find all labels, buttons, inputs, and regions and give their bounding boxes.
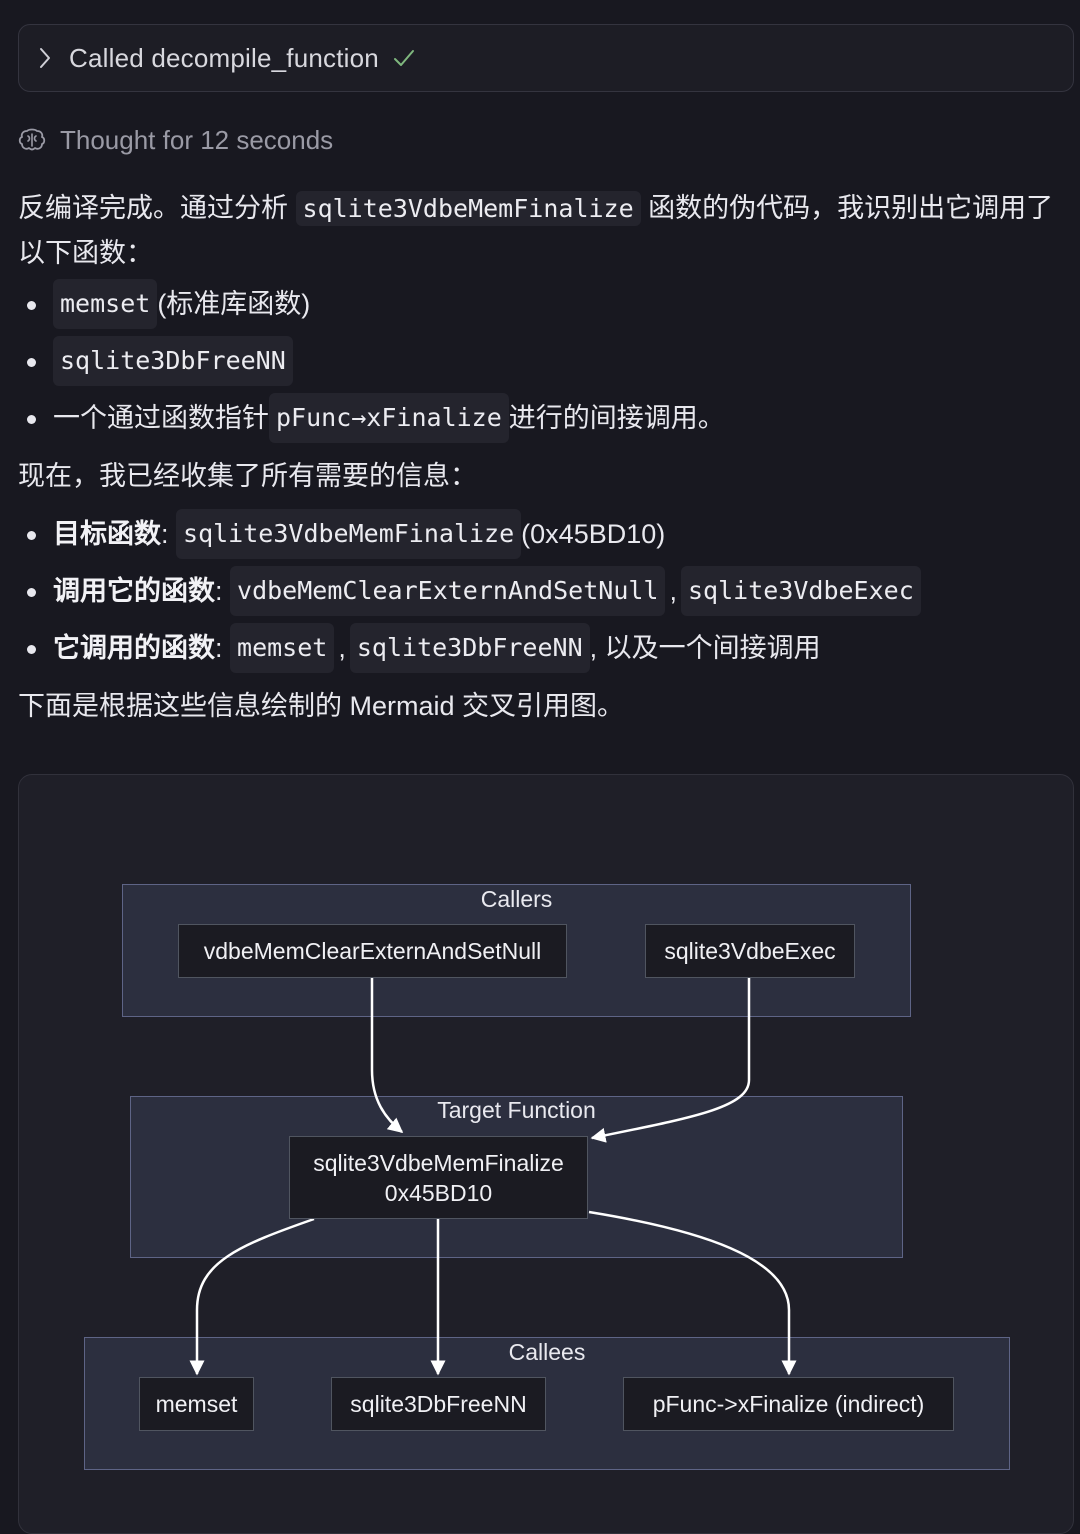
node-target-function: sqlite3VdbeMemFinalize 0x45BD10	[289, 1136, 588, 1219]
summary-label: 调用它的函数	[53, 575, 215, 606]
target-function-name: sqlite3VdbeMemFinalize	[313, 1149, 564, 1176]
summary-label: 目标函数	[53, 518, 161, 549]
target-address: (0x45BD10)	[521, 518, 666, 549]
callee-list: memset (标准库函数) sqlite3DbFreeNN 一个通过函数指针 …	[18, 275, 1068, 446]
list-item-callees: 它调用的函数: memset,sqlite3DbFreeNN, 以及一个间接调用	[18, 619, 1068, 676]
assistant-message: 反编译完成。通过分析 sqlite3VdbeMemFinalize 函数的伪代码…	[18, 186, 1068, 736]
inline-code: memset	[53, 278, 158, 329]
summary-label: 它调用的函数	[53, 632, 215, 663]
node-caller-sqlite3vdbeexec: sqlite3VdbeExec	[645, 924, 855, 978]
list-item: 一个通过函数指针 pFunc→xFinalize 进行的间接调用。	[18, 389, 1068, 446]
inline-code: memset	[230, 622, 335, 673]
closing-paragraph: 下面是根据这些信息绘制的 Mermaid 交叉引用图。	[18, 691, 625, 721]
node-callee-freenn: sqlite3DbFreeNN	[331, 1377, 546, 1431]
inline-code: sqlite3VdbeMemFinalize	[295, 191, 641, 226]
intro-paragraph: 反编译完成。通过分析 sqlite3VdbeMemFinalize 函数的伪代码…	[18, 186, 1068, 275]
target-function-address: 0x45BD10	[384, 1179, 493, 1206]
brain-icon	[18, 127, 46, 153]
chevron-right-icon	[39, 47, 55, 69]
subgraph-title: Callees	[508, 1339, 586, 1365]
summary-list: 目标函数: sqlite3VdbeMemFinalize (0x45BD10) …	[18, 505, 1068, 676]
inline-code: vdbeMemClearExternAndSetNull	[230, 565, 666, 616]
inline-code: sqlite3VdbeExec	[680, 565, 921, 616]
inline-code: pFunc→xFinalize	[269, 392, 509, 443]
separator: ,	[338, 632, 346, 663]
node-callee-xfinalize: pFunc->xFinalize (indirect)	[623, 1377, 954, 1431]
subgraph-title: Callers	[480, 886, 553, 912]
list-item-text: (标准库函数)	[157, 288, 311, 319]
tool-call-label: Called decompile_function	[69, 42, 379, 73]
intro-text: 反编译完成。通过分析	[18, 193, 296, 223]
separator: ,	[669, 575, 677, 606]
subgraph-title: Target Function	[437, 1097, 596, 1123]
intro-text-end: 函数的伪代码，我识别出它调用了以下函数：	[18, 193, 1054, 268]
node-caller-vdbememclear: vdbeMemClearExternAndSetNull	[178, 924, 567, 978]
inline-code: sqlite3VdbeMemFinalize	[176, 508, 522, 559]
inline-code: sqlite3DbFreeNN	[349, 622, 590, 673]
callees-suffix: , 以及一个间接调用	[589, 632, 821, 663]
list-item: sqlite3DbFreeNN	[18, 332, 1068, 389]
list-item-text: 一个通过函数指针	[53, 402, 269, 433]
list-item-callers: 调用它的函数: vdbeMemClearExternAndSetNull,sql…	[18, 562, 1068, 619]
inline-code: sqlite3DbFreeNN	[53, 335, 293, 386]
colon: :	[215, 632, 223, 663]
check-icon	[393, 47, 417, 69]
colon: :	[215, 575, 223, 606]
node-callee-memset: memset	[139, 1377, 254, 1431]
colon: :	[161, 518, 169, 549]
thought-indicator[interactable]: Thought for 12 seconds	[18, 122, 333, 158]
tool-call-disclosure[interactable]: Called decompile_function	[18, 24, 1074, 92]
list-item: memset (标准库函数)	[18, 275, 1068, 332]
thought-label: Thought for 12 seconds	[60, 124, 334, 155]
summary-intro: 现在，我已经收集了所有需要的信息：	[18, 460, 477, 491]
list-item-text: 进行的间接调用。	[508, 402, 725, 433]
list-item-target: 目标函数: sqlite3VdbeMemFinalize (0x45BD10)	[18, 505, 1068, 562]
